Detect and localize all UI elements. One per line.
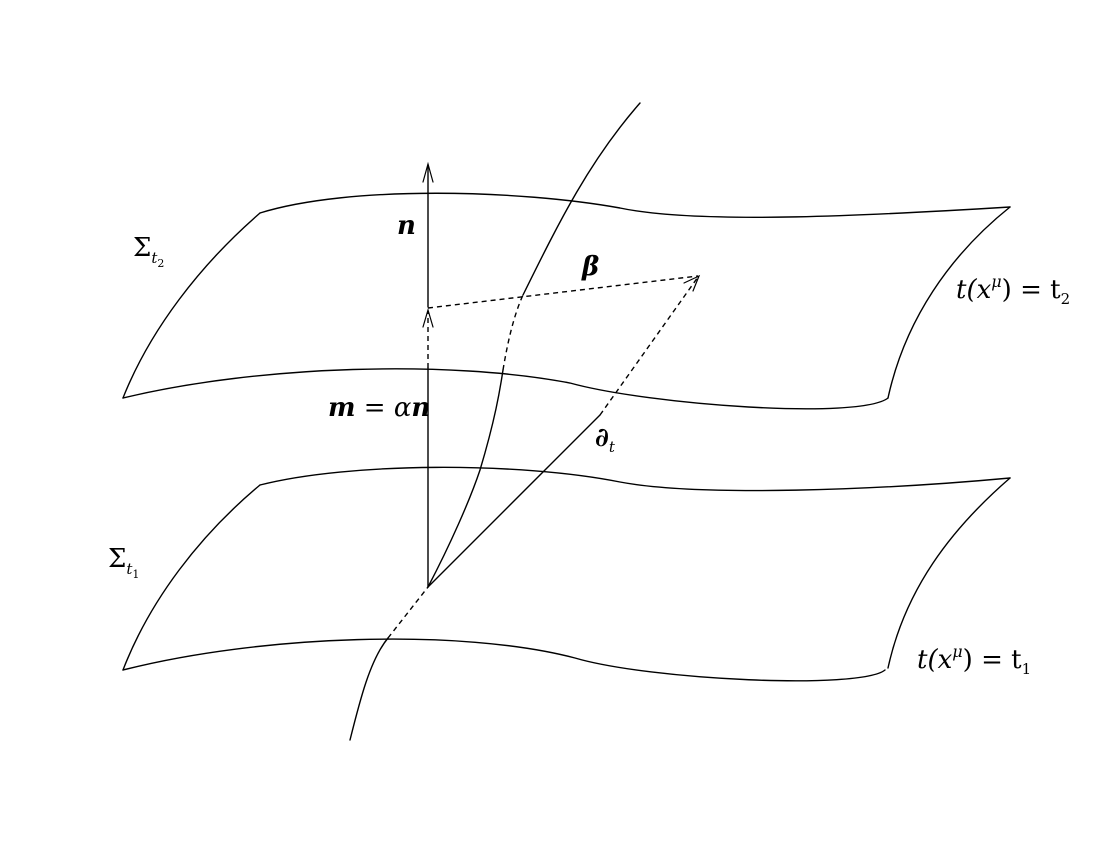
surface-t1-right-edge [887, 477, 1011, 669]
label-dt-vector: ∂t [595, 423, 616, 456]
label-beta-vector: β [581, 252, 599, 282]
hypersurface-t1 [122, 466, 1011, 682]
dt-vector-arrowhead [683, 274, 701, 292]
label-sigma-t2: Σt2 [133, 233, 164, 270]
hypersurface-t2 [122, 192, 1011, 410]
time-vector-dt [427, 274, 701, 588]
worldline-top [522, 102, 641, 296]
label-m-equation: m = αn [328, 393, 430, 423]
label-surface-t1-equation: t(xμ) = t1 [917, 642, 1031, 678]
n-vector-arrowhead [422, 161, 434, 183]
worldline-hidden-bottom [387, 586, 429, 639]
surface-t2-right-edge [887, 206, 1011, 399]
surface-t1-top-edge [259, 466, 1011, 492]
surface-t2-left-edge [122, 212, 261, 399]
surface-t2-bottom-edge [122, 368, 889, 410]
beta-vector-shaft [427, 275, 699, 309]
m-vector-arrowhead [422, 307, 434, 328]
surface-t2-top-edge [259, 192, 1011, 218]
dt-vector-shaft [427, 414, 601, 588]
unit-normal-n [422, 161, 434, 308]
normal-vector-m [422, 307, 434, 588]
surface-t1-left-edge [122, 484, 261, 671]
label-n-vector: n [397, 211, 416, 241]
worldline-middle [427, 369, 504, 588]
worldline-hidden-middle [502, 294, 524, 371]
label-surface-t2-equation: t(xμ) = t2 [956, 272, 1070, 308]
dt-vector-hidden-shaft [599, 276, 699, 416]
label-sigma-t1: Σt1 [108, 544, 139, 581]
shift-vector-beta [427, 275, 699, 309]
coordinate-line [349, 102, 641, 741]
surface-t1-bottom-edge [122, 638, 886, 682]
worldline-bottom [349, 637, 389, 741]
